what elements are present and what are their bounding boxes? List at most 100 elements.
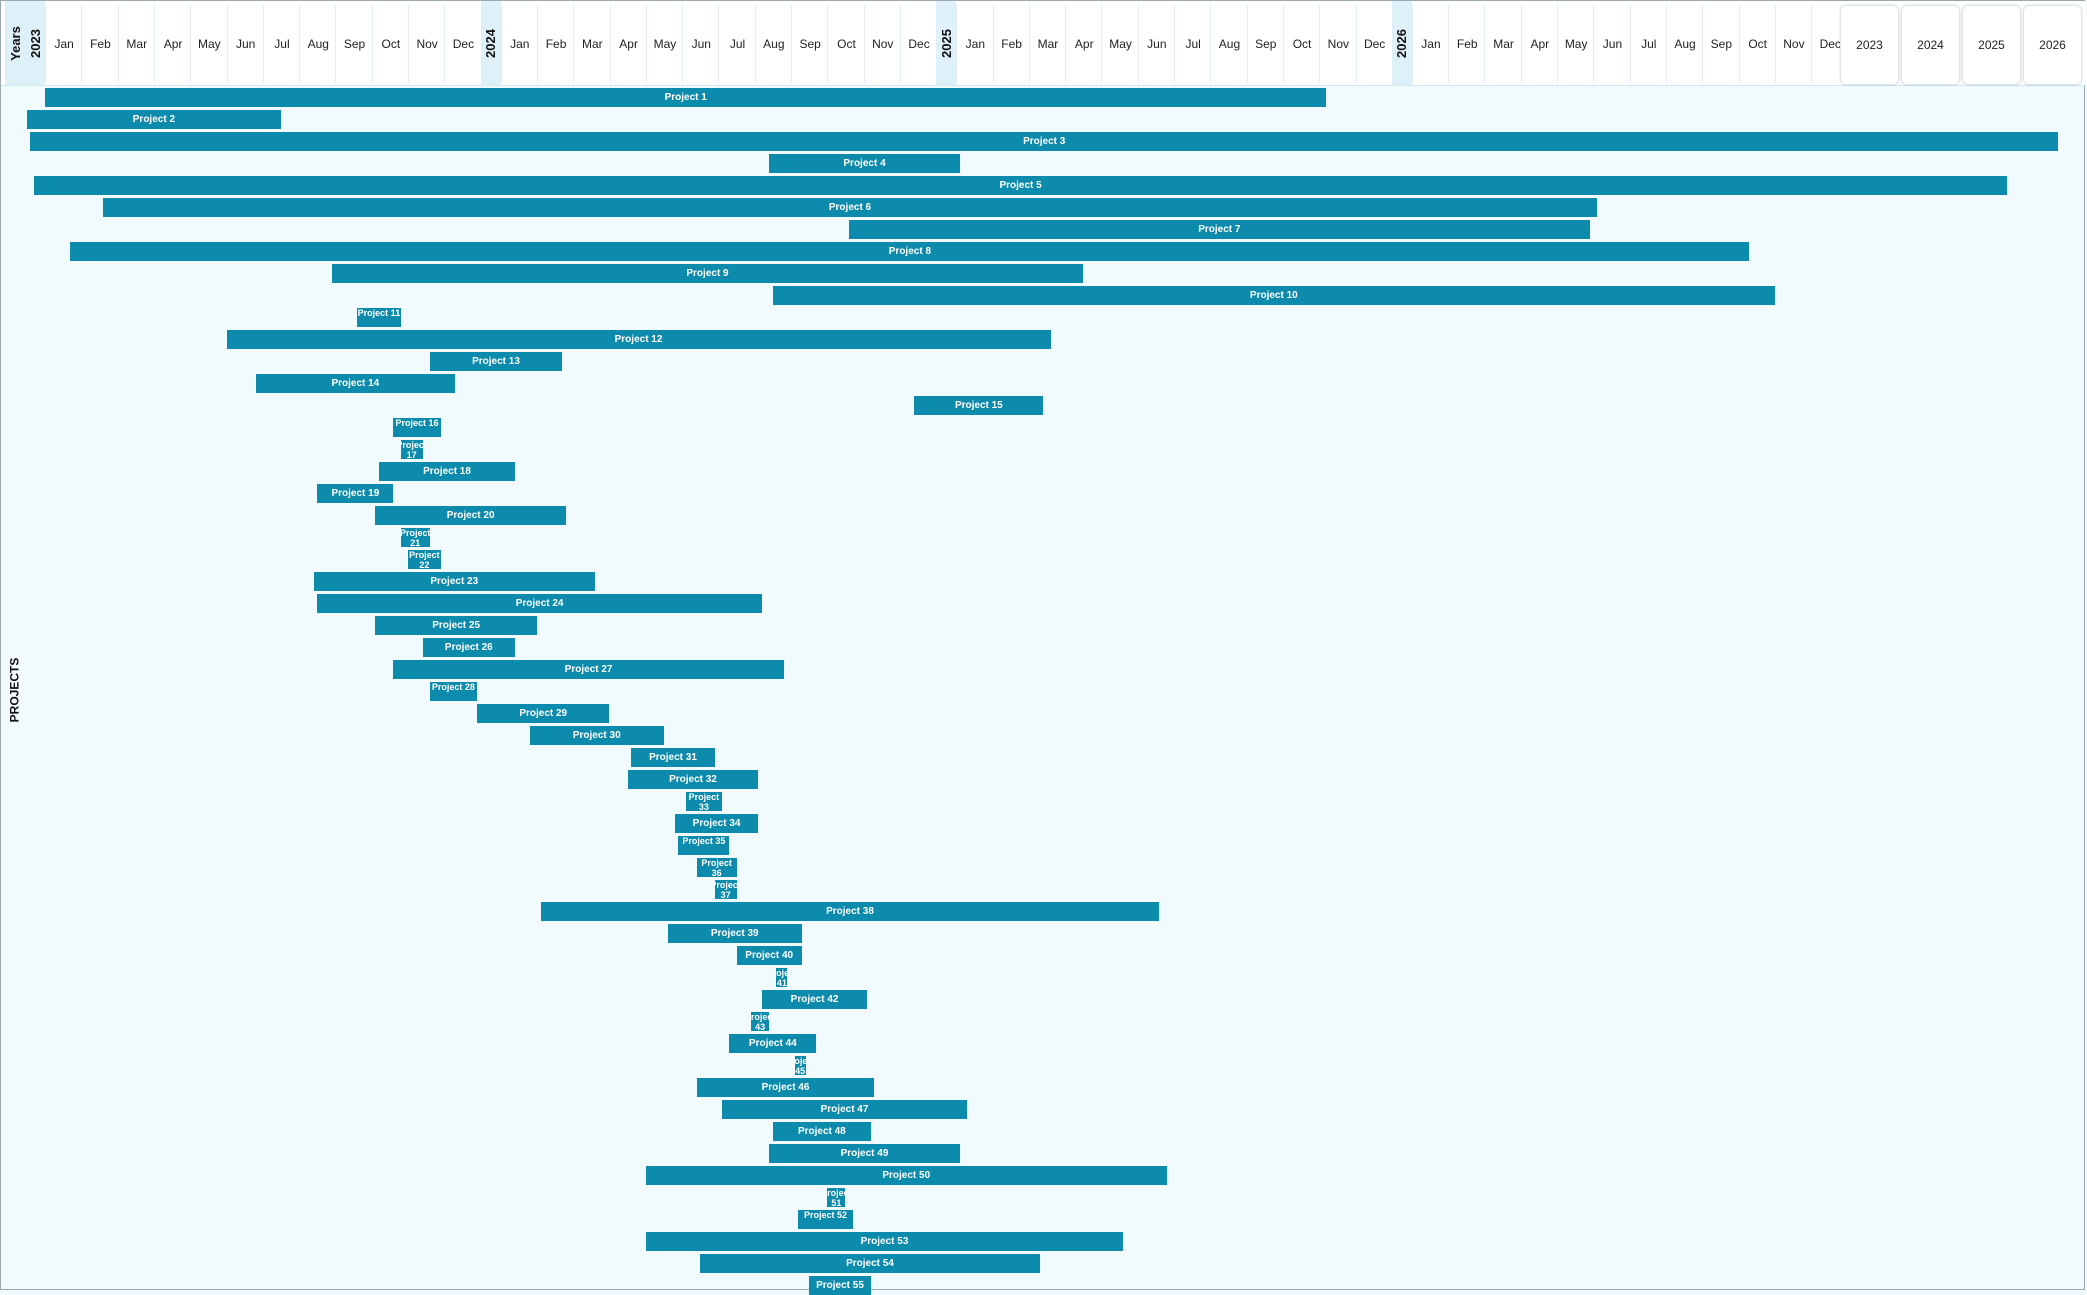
gantt-bar-label: Project 36 (701, 858, 732, 877)
gantt-bar: Project 55 (809, 1276, 871, 1295)
month-tick-label: Jun (226, 5, 264, 83)
gantt-bar-label: Project 33 (688, 792, 720, 811)
gantt-bar: Project 2 (26, 110, 281, 129)
month-tick-label: Jul (1174, 5, 1211, 83)
gantt-bar: Project 39 (667, 924, 802, 943)
month-tick-label: Nov (408, 5, 445, 83)
month-tick-label: May (1557, 5, 1594, 83)
gantt-bar-label: Project 37 (715, 880, 737, 899)
gantt-bar-label: Project 30 (572, 729, 621, 741)
month-tick-label: Dec (1811, 5, 1848, 83)
month-tick-label: Dec (1355, 5, 1393, 83)
gantt-bar: Project 43 (751, 1012, 770, 1031)
gantt-bar-label: Project 23 (430, 575, 479, 587)
year-marker-band (25, 1, 45, 85)
gantt-bar-label: Project 27 (564, 663, 613, 675)
gantt-bar: Project 27 (393, 660, 784, 679)
gantt-bar: Project 35 (678, 836, 730, 855)
gantt-bar-label: Project 15 (954, 399, 1003, 411)
gantt-bar-label: Project 12 (614, 333, 663, 345)
month-tick-label: Dec (899, 5, 937, 83)
gantt-bar: Project 33 (685, 792, 723, 811)
gantt-bar-label: Project 4 (843, 157, 886, 169)
gantt-bar: Project 36 (696, 858, 737, 877)
gantt-bar-label: Project 41 (776, 968, 788, 987)
year-summary-box: 2024 (1901, 5, 1960, 85)
month-tick-label: Sep (1246, 5, 1284, 83)
gantt-bar: Project 46 (696, 1078, 875, 1097)
month-tick-label: Apr (1520, 5, 1558, 83)
gantt-bar: Project 23 (313, 572, 595, 591)
gantt-bar: Project 14 (255, 374, 456, 393)
gantt-bar-label: Project 1 (664, 91, 707, 103)
month-tick-label: Aug (299, 5, 336, 83)
gantt-bar-label: Project 39 (710, 927, 759, 939)
month-tick-label: Mar (117, 5, 155, 83)
gantt-bar-label: Project 46 (761, 1081, 810, 1093)
gantt-bar: Project 6 (103, 198, 1597, 217)
gantt-bar-label: Project 6 (828, 201, 872, 213)
month-tick-label: Nov (1774, 5, 1812, 83)
gantt-bar-label: Project 8 (888, 245, 932, 257)
month-tick-label: Mar (1028, 5, 1066, 83)
month-tick-label: Jul (718, 5, 755, 83)
month-tick-label: Mar (573, 5, 610, 83)
year-summary-box: 2026 (2023, 5, 2082, 85)
gantt-bar-label: Project 25 (432, 619, 481, 631)
month-tick-label: Dec (444, 5, 481, 83)
gantt-bar: Project 22 (408, 550, 441, 569)
month-tick-label: Apr (609, 5, 647, 83)
gantt-bar: Project 13 (429, 352, 563, 371)
year-marker-band (480, 1, 501, 85)
month-tick-label: Jan (500, 5, 538, 83)
month-tick-label: Jan (956, 5, 993, 83)
month-tick-label: Sep (1702, 5, 1739, 83)
gantt-bar: Project 24 (317, 594, 762, 613)
gantt-bar-label: Project 19 (331, 487, 380, 499)
year-marker-band (936, 1, 957, 85)
gantt-bar-label: Project 31 (649, 751, 697, 763)
month-tick-label: Feb (1448, 5, 1485, 83)
gantt-bar: Project 20 (375, 506, 566, 525)
gantt-bar-label: Project 5 (999, 179, 1042, 191)
year-marker-band (1391, 1, 1412, 85)
month-tick-label: Jul (1629, 5, 1667, 83)
gantt-bar-label: Project 32 (669, 773, 717, 785)
year-summary-box: 2023 (1840, 5, 1899, 85)
gantt-bar: Project 53 (645, 1232, 1124, 1251)
month-tick-label: May (1101, 5, 1138, 83)
gantt-bar-label: Project 54 (846, 1257, 894, 1269)
gantt-bar: Project 5 (34, 176, 2008, 195)
gantt-bar: Project 7 (849, 220, 1590, 239)
gantt-bar-label: Project 53 (860, 1235, 909, 1247)
gantt-bar: Project 26 (422, 638, 516, 657)
gantt-bar: Project 52 (798, 1210, 853, 1229)
gantt-bar-label: Project 3 (1023, 135, 1066, 147)
gantt-bar-label: Project 10 (1249, 289, 1298, 301)
gantt-bar-label: Project 28 (431, 682, 475, 692)
gantt-bar: Project 38 (540, 902, 1160, 921)
gantt-bar: Project 8 (70, 242, 1750, 261)
month-tick-label: Feb (536, 5, 574, 83)
gantt-bar-label: Project 38 (826, 905, 874, 917)
gantt-bar: Project 31 (631, 748, 715, 767)
gantt-bar: Project 44 (729, 1034, 817, 1053)
gantt-bar-label: Project 18 (423, 465, 471, 477)
gantt-bar-label: Project 50 (882, 1169, 931, 1181)
month-tick-label: Nov (1319, 5, 1356, 83)
gantt-bar: Project 12 (226, 330, 1051, 349)
month-tick-label: Sep (791, 5, 828, 83)
month-tick-label: May (645, 5, 683, 83)
gantt-bar: Project 9 (331, 264, 1084, 283)
gantt-bar: Project 51 (827, 1188, 846, 1207)
month-tick-label: Oct (1738, 5, 1776, 83)
gantt-bar: Project 25 (375, 616, 537, 635)
gantt-bar: Project 45 (794, 1056, 806, 1075)
month-tick-label: Jan (45, 5, 82, 83)
gantt-bar: Project 37 (714, 880, 737, 899)
month-tick-label: Aug (1210, 5, 1247, 83)
gantt-bar: Project 19 (317, 484, 394, 503)
month-tick-label: Jul (262, 5, 300, 83)
gantt-bar-label: Project 47 (820, 1103, 869, 1115)
